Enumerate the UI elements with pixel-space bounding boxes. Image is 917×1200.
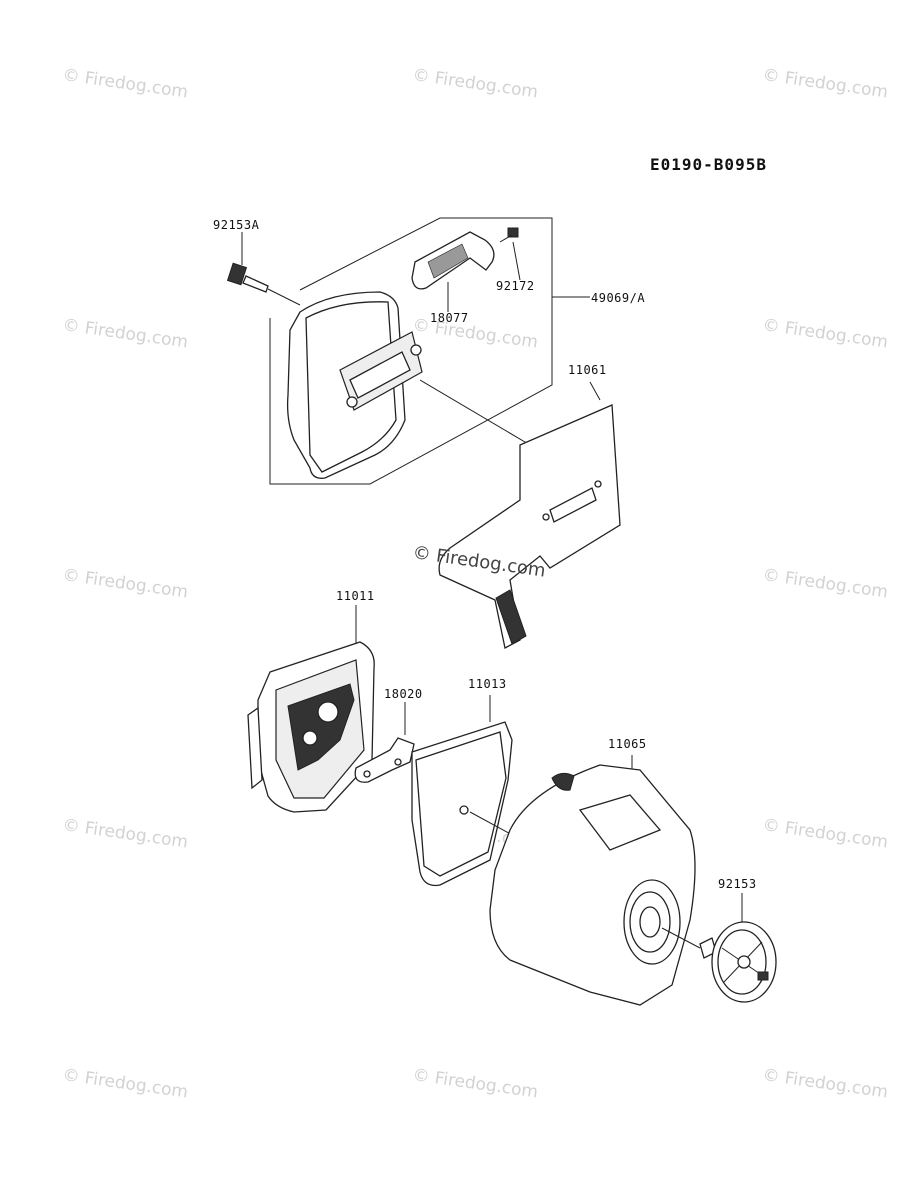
bracket-18020	[354, 702, 415, 783]
muffler-assembly-frame	[269, 217, 590, 485]
watermark: © Firedog.com	[61, 565, 189, 602]
bolt-92153a	[226, 232, 301, 306]
watermark: © Firedog.com	[761, 65, 889, 102]
watermark: © Firedog.com	[61, 815, 189, 852]
watermark: © Firedog.com	[761, 565, 889, 602]
bolt-92172	[499, 227, 521, 281]
watermark: © Firedog.com	[61, 65, 189, 102]
watermark: © Firedog.com	[761, 315, 889, 352]
watermark: © Firedog.com	[411, 65, 539, 102]
label-11061: 11061	[568, 363, 607, 377]
label-18077: 18077	[430, 311, 469, 325]
air-cleaner-base-11011	[247, 605, 375, 813]
watermark: © Firedog.com	[761, 815, 889, 852]
watermark: © Firedog.com	[61, 1065, 189, 1102]
label-18020: 18020	[384, 687, 423, 701]
label-11065: 11065	[608, 737, 647, 751]
watermark: © Firedog.com	[411, 1065, 539, 1102]
label-49069a: 49069/A	[591, 291, 645, 305]
gasket-11061	[419, 379, 621, 649]
label-92153: 92153	[718, 877, 757, 891]
filter-element-11013	[411, 695, 541, 887]
diagram-code: E0190-B095B	[650, 155, 767, 174]
heat-shield-18077	[411, 231, 495, 312]
watermark: © Firedog.com	[761, 1065, 889, 1102]
cover-11065	[489, 755, 701, 1006]
muffler-body	[286, 291, 423, 479]
label-11011: 11011	[336, 589, 375, 603]
watermark: © Firedog.com	[61, 315, 189, 352]
part-labels: 92153A 92172 18077 49069/A 11061 11011 1…	[213, 218, 757, 891]
label-92172: 92172	[496, 279, 535, 293]
label-11013: 11013	[468, 677, 507, 691]
label-92153a: 92153A	[213, 218, 260, 232]
knob-92153	[699, 893, 777, 1003]
